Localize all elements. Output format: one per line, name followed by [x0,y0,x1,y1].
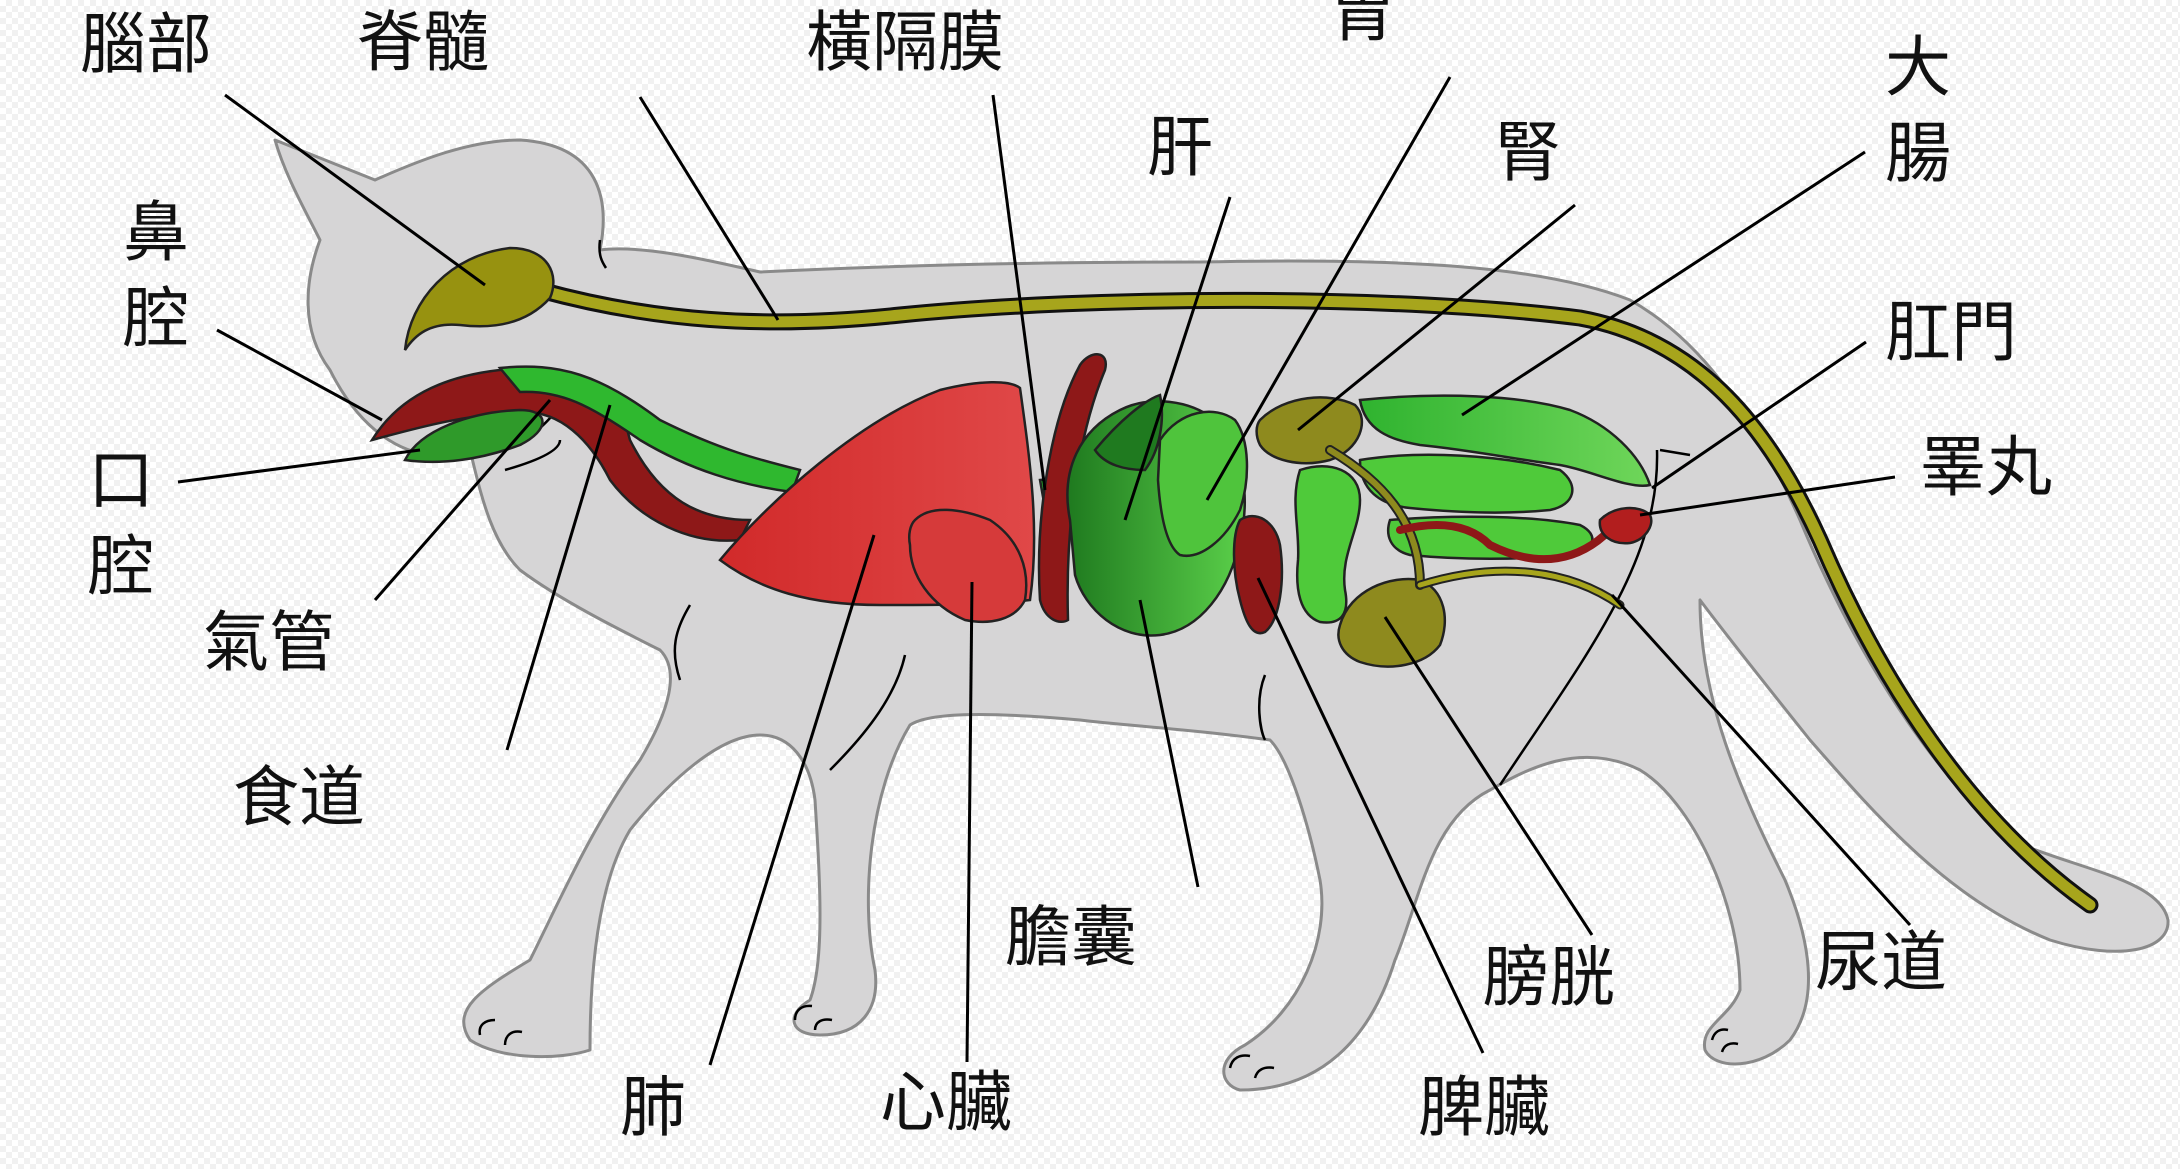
trachea [497,365,802,494]
heart [907,508,1028,624]
label-stomach: 胃 [1330,0,1396,51]
label-urethra: 尿道 [1815,924,1947,1001]
brain [403,246,555,351]
spermatic-cord [1396,521,1614,564]
stomach [1156,410,1249,558]
paw-details [478,1004,1739,1079]
bladder [1337,577,1447,668]
label-diaphragm: 橫隔膜 [806,4,1004,81]
testis [1598,506,1653,545]
label-large-intestine: 大腸 [1885,29,1951,192]
label-brain: 腦部 [80,6,212,83]
label-trachea: 氣管 [203,604,335,681]
label-lung: 肺 [620,1069,686,1146]
label-oral-cavity: 口腔 [88,442,154,605]
label-heart: 心臟 [880,1064,1012,1141]
liver-upper-lobe [1093,393,1164,472]
label-kidney: 腎 [1495,114,1561,191]
spinal-cord-fill [534,284,2096,911]
label-bladder: 膀胱 [1483,939,1615,1016]
label-spinal-cord: 脊髓 [357,4,489,81]
label-liver: 肝 [1147,109,1213,186]
label-nasal-cavity: 鼻腔 [123,194,189,357]
label-testis: 睪丸 [1920,429,2052,506]
urethra-fill [1417,568,1623,608]
leader-lines [177,76,1912,1066]
label-spleen: 脾臟 [1418,1069,1550,1146]
ureter-fill [1327,447,1423,588]
label-esophagus: 食道 [233,759,365,836]
body-contour-lines [504,239,1691,786]
label-anus: 肛門 [1885,294,2017,371]
large-intestine [1358,394,1652,488]
label-gallbladder: 膽囊 [1005,899,1137,976]
